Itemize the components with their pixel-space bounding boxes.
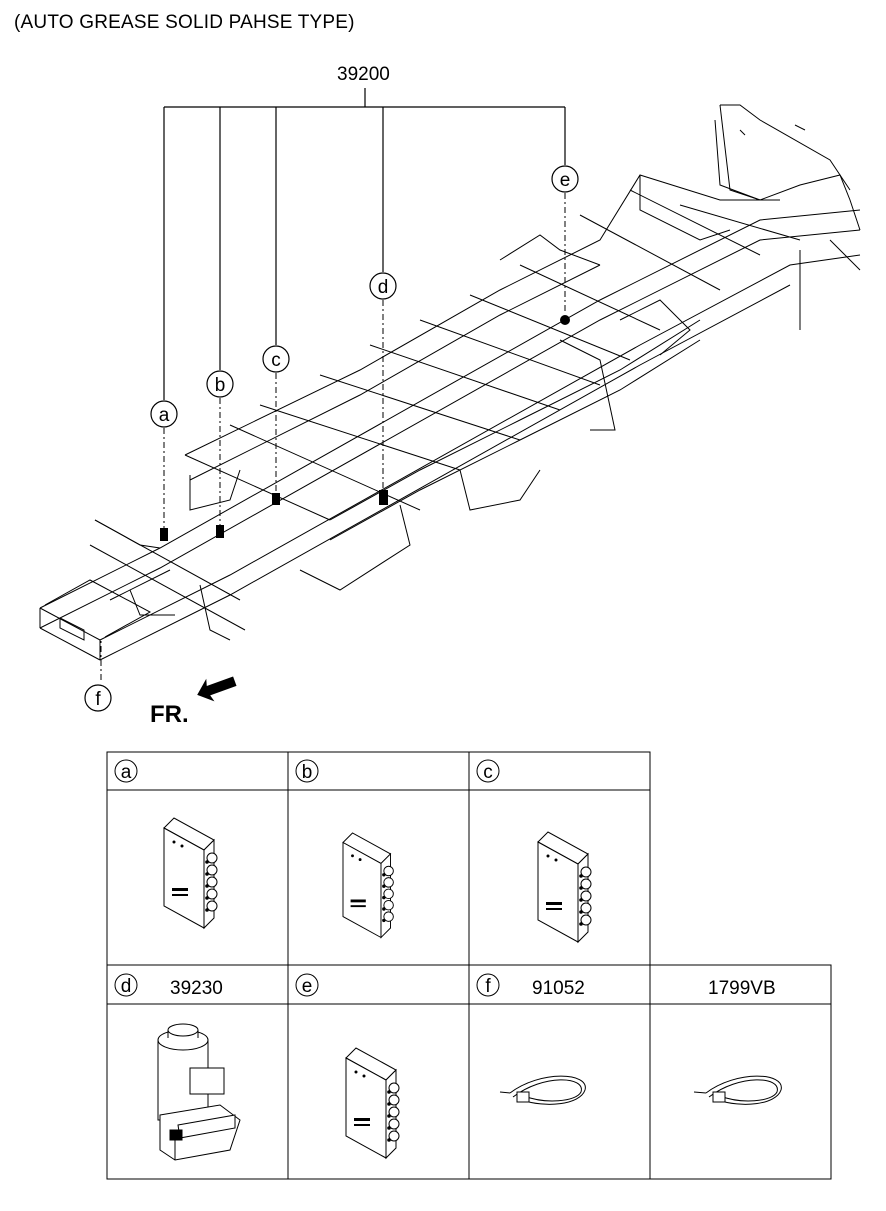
front-label: FR. <box>150 701 189 728</box>
cell-b-letter: b <box>302 762 313 783</box>
cell-b-circle <box>295 759 319 783</box>
cell-e-letter: e <box>302 976 313 997</box>
callout-a-circle <box>150 400 178 428</box>
diagram-title: (AUTO GREASE SOLID PAHSE TYPE) <box>14 12 355 33</box>
cell-a-circle <box>114 759 138 783</box>
cell-c-circle <box>476 759 500 783</box>
callout-f: f <box>95 689 101 710</box>
callout-e-circle <box>551 165 579 193</box>
front-arrow-icon <box>197 676 237 702</box>
callout-d-circle <box>369 272 397 300</box>
callout-c-circle <box>262 345 290 373</box>
callout-b-circle <box>206 370 234 398</box>
callout-d: d <box>378 277 389 298</box>
grease-distributor-block-icon <box>342 832 394 938</box>
callout-c: c <box>271 350 281 371</box>
callout-b: b <box>215 375 226 396</box>
grease-distributor-block-icon <box>345 1047 400 1159</box>
cell-e-circle <box>295 973 319 997</box>
callout-a: a <box>159 405 170 426</box>
cell-d-letter: d <box>121 976 132 997</box>
grease-pump-icon <box>157 1023 241 1161</box>
callout-e: e <box>560 170 571 191</box>
chassis-frame <box>39 104 861 661</box>
grease-distributor-block-icon <box>537 831 592 943</box>
cable-tie-icon <box>693 1075 782 1105</box>
cell-f-circle <box>476 973 500 997</box>
cell-d-part-no: 39230 <box>170 978 223 999</box>
callout-f-circle <box>84 684 112 712</box>
assembly-number: 39200 <box>337 64 390 85</box>
cell-f-part-no: 91052 <box>532 978 585 999</box>
cable-tie-icon <box>499 1075 586 1105</box>
grease-points <box>160 315 570 541</box>
parts-table <box>106 751 832 1180</box>
cell-tie-part-no: 1799VB <box>708 978 776 999</box>
grease-distributor-block-icon <box>163 817 218 929</box>
cell-a-letter: a <box>121 762 132 783</box>
cell-d-circle <box>114 973 138 997</box>
cell-f-letter: f <box>485 976 491 997</box>
cell-c-letter: c <box>483 762 493 783</box>
